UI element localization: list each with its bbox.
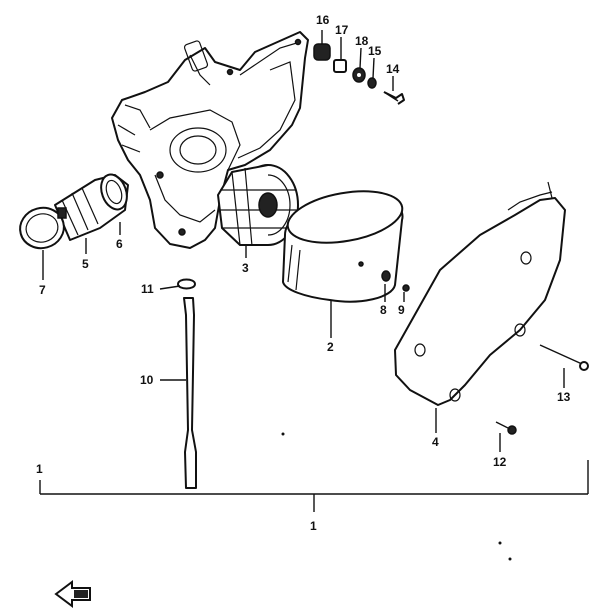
callout-13: 13 <box>557 390 571 404</box>
washer-small <box>367 77 377 89</box>
long-bolt <box>539 344 589 371</box>
stray-marks <box>281 432 512 561</box>
callout-2: 2 <box>327 340 334 354</box>
element-frame <box>217 164 299 247</box>
callout-6: 6 <box>116 237 123 251</box>
direction-arrow-icon <box>54 580 91 608</box>
callout-10: 10 <box>140 373 154 387</box>
clamp <box>177 278 196 290</box>
callout-5: 5 <box>82 257 89 271</box>
callout-4: 4 <box>432 435 439 449</box>
callout-labels: 16 17 18 15 14 6 5 7 3 11 8 9 2 10 13 4 … <box>36 13 571 533</box>
nut <box>333 59 347 73</box>
washer <box>352 67 366 83</box>
leader-lines <box>39 30 589 512</box>
callout-8: 8 <box>380 303 387 317</box>
callout-18: 18 <box>355 34 369 48</box>
callout-14: 14 <box>386 62 400 76</box>
air-cleaner-cover <box>394 181 566 406</box>
callout-7: 7 <box>39 283 46 297</box>
callout-16: 16 <box>316 13 330 27</box>
callout-12: 12 <box>493 455 507 469</box>
callout-15: 15 <box>368 44 382 58</box>
callout-17: 17 <box>335 23 349 37</box>
inlet-hose <box>54 173 129 241</box>
callout-9: 9 <box>398 303 405 317</box>
screw <box>402 284 517 435</box>
callout-1-left: 1 <box>36 462 43 476</box>
bolt <box>383 91 405 105</box>
air-cleaner-element <box>282 190 404 303</box>
callout-1-bottom: 1 <box>310 519 317 533</box>
callout-11: 11 <box>141 282 154 296</box>
callout-3: 3 <box>242 261 249 275</box>
hose-clamp <box>19 206 67 250</box>
air-cleaner-case <box>111 31 309 249</box>
rod <box>183 297 197 489</box>
grommet <box>313 43 331 61</box>
